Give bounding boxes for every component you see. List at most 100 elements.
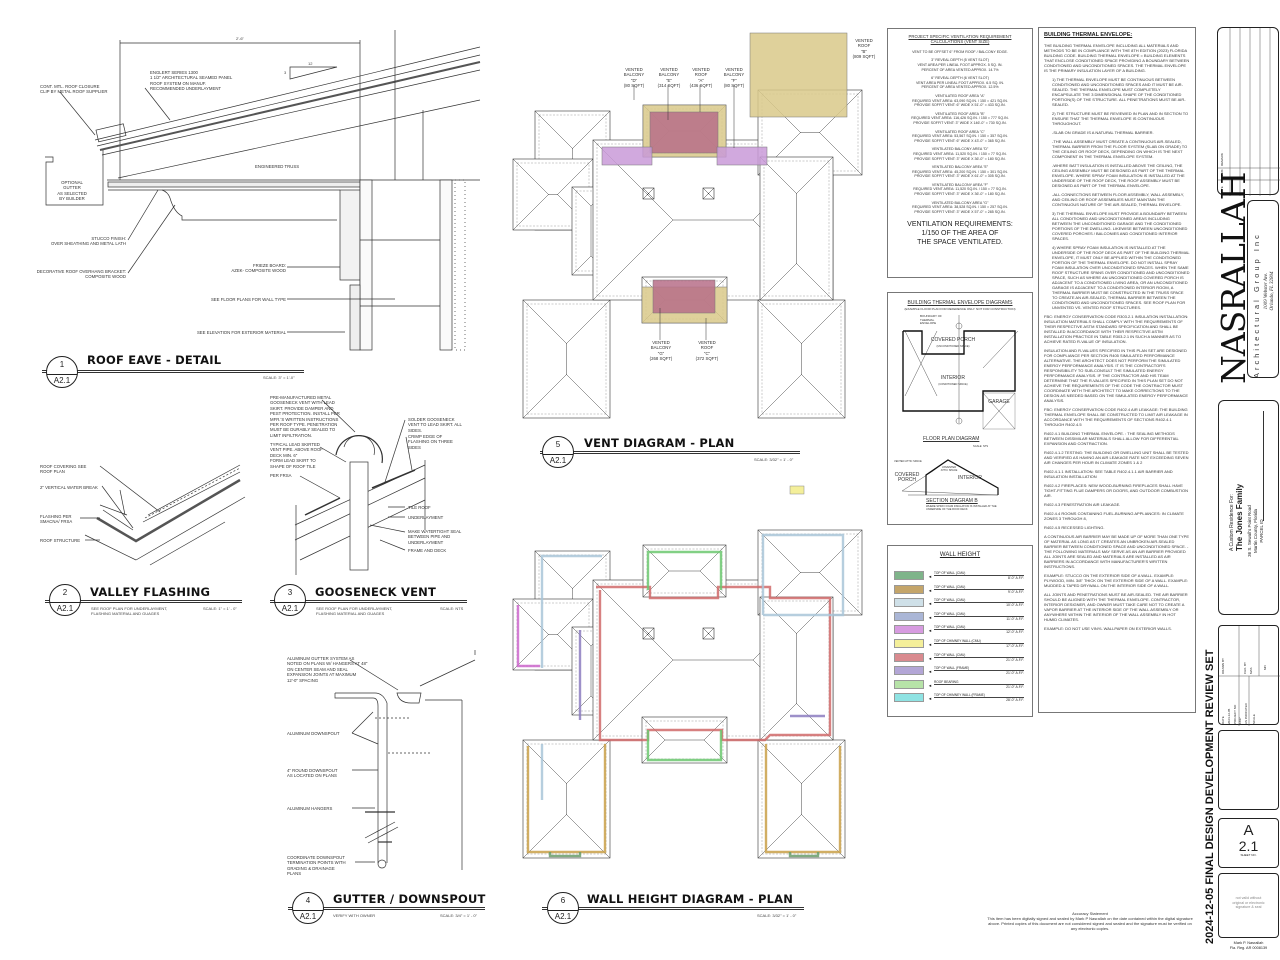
vented-attic-label: VENTED ATTIC SPACE	[894, 460, 922, 463]
unvented-attic-label: UNVENTED ATTIC SPACE	[940, 466, 958, 472]
wall-height-swatch	[894, 679, 924, 689]
wall-height-value: 21'-0" A.F.F.	[1006, 671, 1024, 676]
wall-height-swatch	[894, 666, 924, 676]
thermal-envelope-paragraph: R402.4.1.2 TESTING: THE BUILDING OR DWEL…	[1044, 450, 1189, 465]
vent-area-d-label: VENTED BALCONY "D" (80 SQFT)	[623, 67, 645, 89]
wall-height-label: TOP OF WALL (CMU)	[934, 653, 1024, 658]
ventilation-line: 3" REVEAL DEPTH (5 VENT SLOT) VENT AREA …	[917, 58, 1003, 72]
thermal-envelope-paragraph: THE BUILDING THERMAL ENVELOPE INCLUDING …	[1044, 43, 1190, 73]
hip-line	[571, 626, 592, 647]
wall-height-label: TOP OF WALL (CMU)	[934, 612, 1024, 617]
ventilation-line: VENTILATED ROOF AREA "C" REQUIRED VENT A…	[912, 129, 1008, 143]
panel-label: ENGLERT SERIES 1300 1 1/2" ARCHITECTURAL…	[150, 70, 233, 92]
drawn-value: MAS	[1249, 667, 1253, 674]
ventilation-lines: VENT TO BE OFFSET 6" FROM ROOF / BALCONY…	[891, 50, 1029, 215]
detail-note: VERIFY WITH OWNER	[333, 913, 376, 918]
thermal-diagrams: BUILDING THERMAL ENVELOPE DIAGRAMS (EXAM…	[887, 292, 1033, 525]
frsa-label: PER FRSA	[270, 473, 292, 478]
title-rule	[542, 907, 804, 910]
pitch-run: 12	[308, 61, 313, 66]
ventilation-line: VENTILATED ROOF AREA "A" REQUIRED VENT A…	[912, 93, 1008, 108]
thermal-envelope-paragraph: -THE WALL ASSEMBLY MUST CREATE A CONTINU…	[1052, 139, 1188, 159]
vent-area-f-label: VENTED BALCONY "F" (80 SQFT)	[723, 67, 745, 89]
skirted-label: TYPICAL LEAD SKIRTED VENT PIPE. ABOVE RO…	[270, 442, 323, 469]
vent-label: PRE-MANUFACTURED METAL GOOSENECK VENT WI…	[270, 395, 340, 438]
wall-height-legend: WALL HEIGHT ◄ TOP OF WALL (CMU) 8'-0" A.…	[887, 545, 1033, 717]
thermal-envelope-paragraph: FBC: ENERGY CONSERVATION CODE R402.4 AIR…	[1044, 407, 1188, 427]
seal-box: not valid without original or electronic…	[1218, 873, 1279, 938]
floor-plan-title: FLOOR PLAN DIAGRAM	[923, 436, 980, 442]
wall-height-value: 21'-0" A.F.F.	[1006, 657, 1024, 662]
title-rule	[540, 451, 800, 454]
hip-line	[571, 255, 592, 276]
hip-line	[572, 110, 611, 149]
vent-area	[749, 32, 848, 118]
set-title: 2024-12-05 FINAL DESIGN DEVELOPMENT REVI…	[1204, 649, 1216, 944]
stucco-label: STUCCO FINISH: OVER SHEATHING AND METAL …	[50, 236, 126, 247]
round-label: 4" ROUND DOWNSPOUT AS LOCATED ON PLANS	[287, 768, 338, 779]
pointer-icon: ◄	[928, 655, 932, 661]
wall-height-value: 9'-0" A.F.F.	[1008, 589, 1024, 594]
tile-label: TILE ROOF	[408, 505, 431, 510]
title-rule	[45, 600, 242, 603]
hip-line	[796, 263, 834, 301]
soffit-vent-line	[763, 160, 830, 297]
vent-area-e-label: VENTED BALCONY "E" (314 SQFT)	[657, 67, 681, 89]
hip-line	[592, 659, 674, 741]
hip-line	[522, 374, 567, 419]
hip-line	[572, 550, 611, 589]
thermal-envelope-paragraph: 2) THE STRUCTURE MUST BE REVIEWED IN PLA…	[1052, 111, 1189, 126]
detail-scale: SCALE: 1" = 1' - 0"	[203, 606, 237, 611]
chimney	[702, 187, 715, 200]
vent-area-b-label: VENTED ROOF "B" (809 SQFT)	[852, 38, 876, 60]
hip-line	[801, 299, 846, 344]
wall-height-line	[788, 852, 820, 858]
pointer-icon: ◄	[928, 696, 932, 702]
thermal-envelope-notes: BUILDING THERMAL ENVELOPE: THE BUILDING …	[1038, 27, 1196, 713]
hip-line	[566, 299, 611, 344]
conditioned-label: (CONDITIONED SPACE)	[938, 383, 968, 386]
section-title: SECTION DIAGRAM B	[926, 498, 978, 504]
thermal-envelope-paragraph: -ALL CONNECTIONS BETWEEN FLOOR ASSEMBLY,…	[1052, 192, 1184, 207]
ventilation-line: 6" REVEAL DEPTH (6 VENT SLOT) VENT AREA …	[915, 76, 1004, 90]
wall-height-value: 21'-0" A.F.F.	[1006, 684, 1024, 689]
client-name: The Jones Family	[1235, 483, 1244, 551]
chimney-cross	[702, 627, 715, 640]
thermal-envelope-paragraph: INSULATION AND R-VALUES SPECIFIED IN THI…	[1044, 348, 1189, 403]
wall-height-value: 8'-0" A.F.F.	[1008, 576, 1024, 580]
wall-height-plan	[512, 485, 863, 859]
signer: Mark P. Nasrallah Fla. Reg. AR 0008139	[1229, 941, 1268, 950]
chimney	[642, 187, 655, 200]
ventilation-line: VENTILATED BALCONY AREA "E" REQUIRED VEN…	[912, 165, 1008, 179]
hip-line	[512, 194, 549, 231]
sheet-number-box: A 2.1 SHEET NO.	[1218, 818, 1279, 868]
hip-line	[566, 814, 611, 859]
scale-value: AS INDICATED	[1244, 703, 1248, 724]
hip-line	[819, 572, 863, 616]
wall-type-label: SEE FLOOR PLANS FOR WALL TYPE	[210, 297, 286, 302]
pointer-icon: ◄	[928, 587, 932, 593]
wall-height-value: 12'-0" A.F.F.	[1006, 630, 1024, 635]
thermal-envelope-title: BUILDING THERMAL ENVELOPE:	[1044, 32, 1133, 38]
bracket-label: DECORATIVE ROOF OVERHANG BRACKET: COMPOS…	[36, 269, 126, 280]
thermal-envelope-paragraph: R402.4.1 BUILDING THERMAL ENVELOPE. : TH…	[1044, 431, 1179, 446]
project-label: PROJECT NO	[1233, 704, 1237, 724]
wall-height-item: ◄ TOP OF WALL (CMU) 21'-0" A.F.F.	[894, 652, 1024, 667]
hip-line	[642, 570, 670, 598]
wall-height-label: TOP OF WALL (CMU)	[934, 585, 1024, 590]
wall-height-item: ◄ ROOF BEARING 21'-0" A.F.F.	[894, 679, 1024, 694]
hip-line	[757, 374, 802, 419]
revision-table: DATE MARK REMARK	[1217, 27, 1280, 196]
hip-line	[534, 110, 573, 149]
garage-label: GARAGE	[988, 399, 1010, 405]
wall-height-swatch	[894, 584, 924, 594]
vent-area	[716, 146, 768, 166]
thermal-envelope-paragraph: FBC: ENERGY CONSERVATION CODE R303.2.1 I…	[1044, 314, 1189, 344]
title-rule	[288, 907, 485, 910]
